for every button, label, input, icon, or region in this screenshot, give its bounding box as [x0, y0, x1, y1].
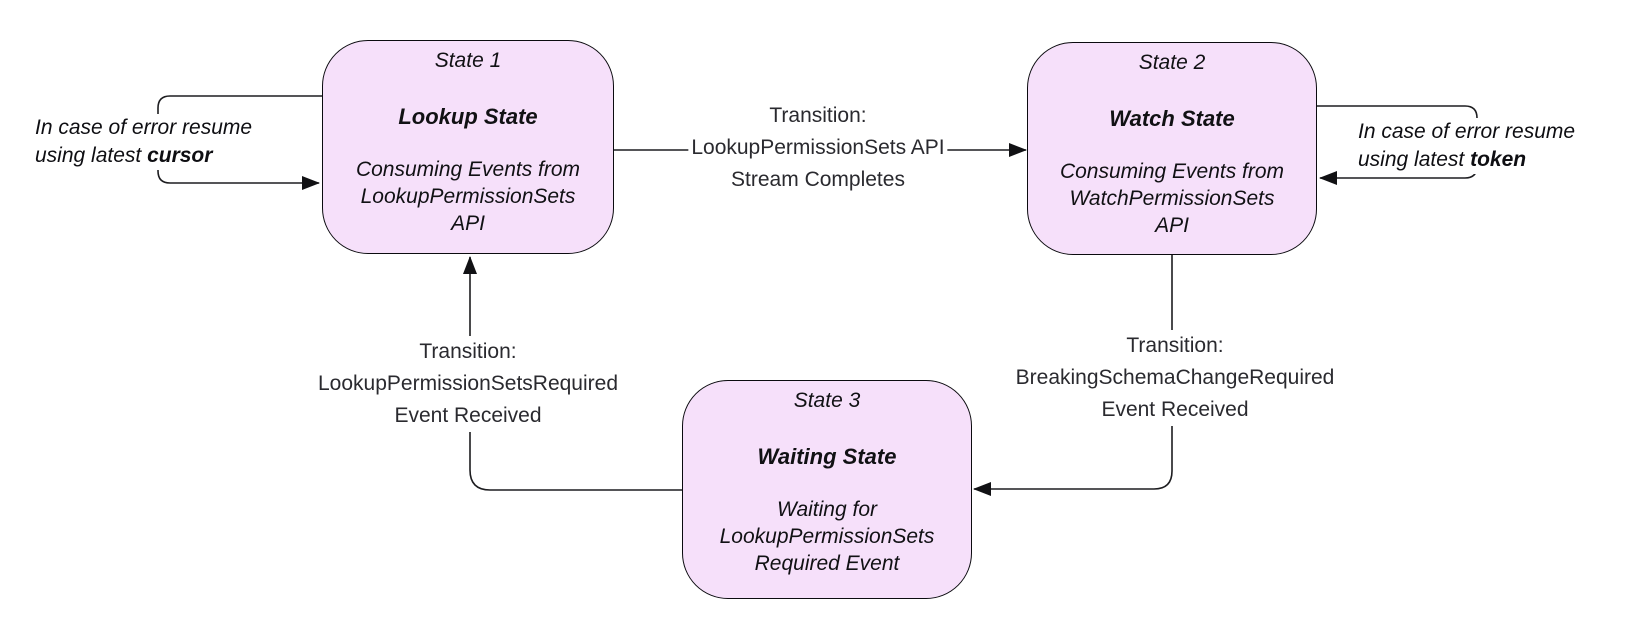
loop-label-line: using latest cursor — [35, 142, 252, 170]
loop-label-keyword: token — [1470, 148, 1527, 171]
state-node-watch: State 2 Watch State Consuming Events fro… — [1027, 42, 1317, 255]
state-title: Lookup State — [398, 104, 538, 129]
loop-label-line: using latest token — [1358, 146, 1575, 174]
loop-label-line: In case of error resume — [1358, 120, 1576, 143]
state-description-line: LookupPermissionSets — [360, 185, 576, 208]
loop-label-text: using latest — [1358, 148, 1471, 171]
transition-label-line: Event Received — [1101, 398, 1249, 421]
state-description-line: API — [451, 212, 485, 235]
state-title: Waiting State — [757, 444, 897, 469]
transition-label-stream-completes: Transition: LookupPermissionSets API Str… — [688, 100, 948, 196]
error-resume-cursor-label: In case of error resume using latest cur… — [33, 114, 255, 170]
transition-label-breaking-schema-change: Transition: BreakingSchemaChangeRequired… — [1012, 330, 1338, 426]
loop-label-text: using latest — [35, 144, 148, 167]
transition-label-line: Event Received — [394, 404, 542, 427]
state-title: Watch State — [1109, 106, 1235, 131]
transition-label-line: Transition: — [419, 340, 517, 363]
state-id: State 2 — [1138, 51, 1206, 74]
state-node-waiting: State 3 Waiting State Waiting for Lookup… — [682, 380, 972, 599]
transition-label-line: BreakingSchemaChangeRequired — [1015, 366, 1335, 389]
state-description-line: Consuming Events from — [355, 158, 581, 181]
state-description: Waiting for LookupPermissionSets Require… — [683, 496, 971, 577]
arrow-state2-to-state3 — [973, 255, 1173, 496]
transition-label-lookup-required: Transition: LookupPermissionSetsRequired… — [315, 336, 621, 432]
state-id: State 3 — [793, 389, 861, 412]
transition-label-line: Transition: — [769, 104, 867, 127]
state-node-lookup: State 1 Lookup State Consuming Events fr… — [322, 40, 614, 254]
state-description: Consuming Events from LookupPermissionSe… — [323, 156, 613, 237]
transition-label-line: Transition: — [1126, 334, 1224, 357]
loop-label-keyword: cursor — [147, 144, 213, 167]
loop-label-line: In case of error resume — [35, 116, 253, 139]
transition-label-line: LookupPermissionSets API — [691, 136, 945, 159]
transition-label-line: LookupPermissionSetsRequired — [318, 372, 618, 395]
transition-label-line: Stream Completes — [731, 168, 905, 191]
error-resume-token-label: In case of error resume using latest tok… — [1356, 118, 1578, 174]
state-description-line: Required Event — [754, 552, 900, 575]
state-description-line: WatchPermissionSets — [1069, 187, 1275, 210]
state-description-line: Consuming Events from — [1059, 160, 1285, 183]
state-description: Consuming Events from WatchPermissionSet… — [1028, 158, 1316, 239]
state-description-line: API — [1155, 214, 1189, 237]
state-description-line: LookupPermissionSets — [719, 525, 935, 548]
state-description-line: Waiting for — [777, 498, 877, 521]
arrow-state3-to-state1 — [463, 256, 682, 491]
state-id: State 1 — [434, 49, 502, 72]
